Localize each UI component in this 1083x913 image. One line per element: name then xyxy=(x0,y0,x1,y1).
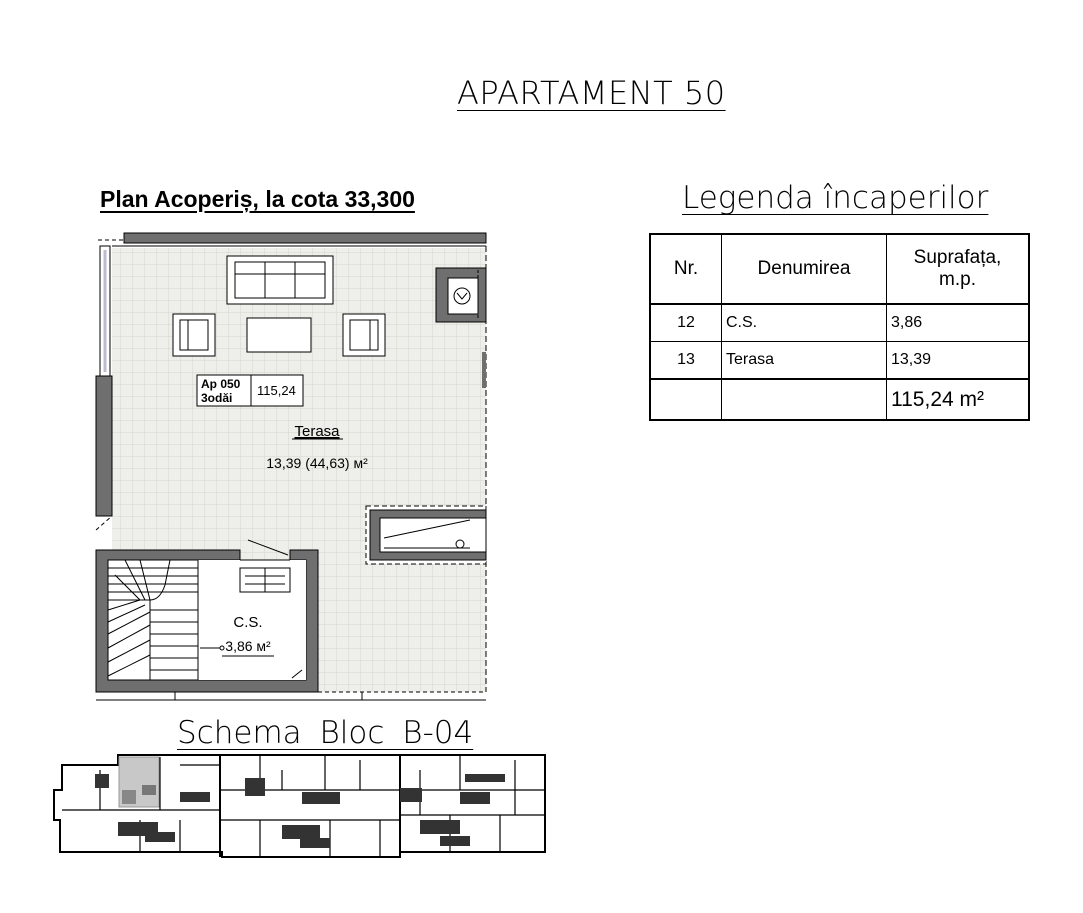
room-name-terasa: Terasa xyxy=(294,423,340,440)
apartment-area: 115,24 xyxy=(257,383,296,398)
total-area: 115,24 m² xyxy=(886,378,1030,421)
header-area: Suprafața, m.p. xyxy=(886,233,1030,305)
apartment-rooms: 3odăi xyxy=(201,391,232,405)
row-name: C.S. xyxy=(721,303,887,342)
row-name: Terasa xyxy=(721,341,887,380)
header-nr: Nr. xyxy=(649,233,722,305)
apartment-tag xyxy=(196,374,304,407)
schema-title: Schema Bloc B-04 xyxy=(177,715,474,751)
stair-steps xyxy=(107,559,199,681)
page-title: APARTAMENT 50 xyxy=(457,74,726,112)
legend-header-row: Nr. Denumirea Suprafața, m.p. xyxy=(649,233,1030,305)
legend-title: Legenda încaperilor xyxy=(682,180,989,216)
row-area: 3,86 xyxy=(886,303,1030,342)
row-area: 13,39 xyxy=(886,341,1030,380)
left-wall xyxy=(95,375,113,517)
top-parapet xyxy=(123,232,487,244)
coffee-table xyxy=(246,317,312,353)
header-area-line2: m.p. xyxy=(939,269,976,290)
row-nr: 13 xyxy=(649,341,722,380)
header-area-line1: Suprafața, xyxy=(913,247,1002,268)
table-row: 13 Terasa 13,39 xyxy=(649,341,1030,380)
armchair-left xyxy=(172,313,216,357)
legend-table: Nr. Denumirea Suprafața, m.p. 12 C.S. 3,… xyxy=(649,233,1030,421)
armchair-right xyxy=(342,313,386,357)
row-nr: 12 xyxy=(649,303,722,342)
room-name-cs: C.S. xyxy=(233,614,262,631)
plan-title: Plan Acoperiș, la cota 33,300 xyxy=(100,186,415,212)
room-area-terasa: 13,39 (44,63) м² xyxy=(266,455,368,471)
apartment-code: Ap 050 xyxy=(201,377,241,391)
table-row: 12 C.S. 3,86 xyxy=(649,303,1030,342)
header-name: Denumirea xyxy=(721,233,887,305)
sofa xyxy=(226,255,334,305)
room-area-cs: 3,86 м² xyxy=(225,638,271,654)
legend-total-row: 115,24 m² xyxy=(649,378,1030,421)
